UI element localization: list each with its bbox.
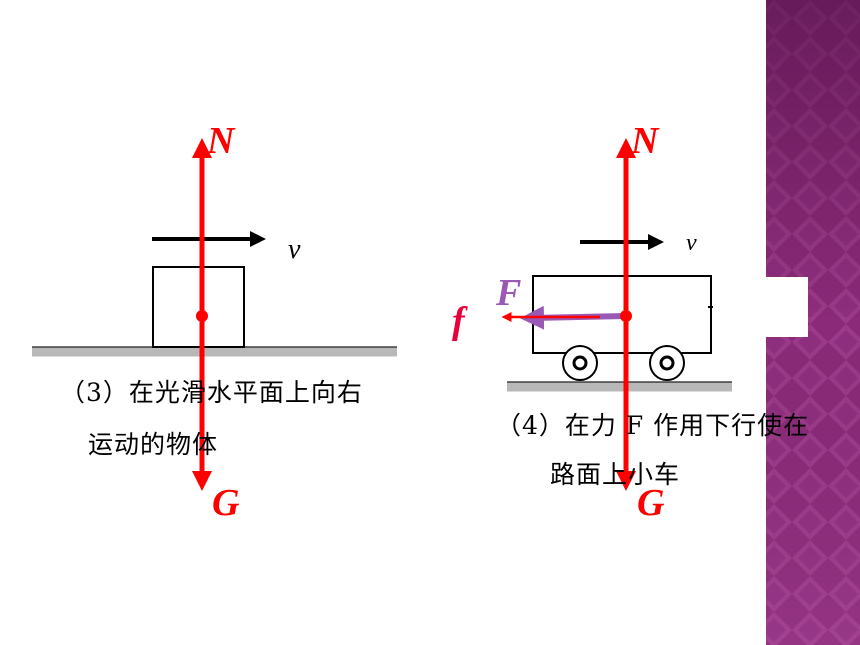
gravity-label-right: G [637, 482, 665, 524]
caption-left-line2: 运动的物体 [88, 430, 219, 459]
caption-right-line2: 路面上小车 [550, 460, 681, 489]
caption-left-line1: （3）在光滑水平面上向右 [60, 378, 363, 407]
gravity-label-left: G [212, 482, 240, 524]
side-panel-notch [766, 277, 808, 337]
cart-wheel-right [649, 345, 685, 381]
caption-right-line1: （4）在力 F 作用下行使在 [496, 411, 810, 440]
block [152, 266, 245, 348]
velocity-label-right: v [686, 230, 697, 256]
normal-force-label-left: N [206, 120, 236, 162]
side-panel [766, 0, 860, 645]
diagram-left: N G v [32, 120, 397, 524]
friction-label: f [452, 300, 468, 342]
center-of-mass-left [196, 310, 208, 322]
center-of-mass-right [620, 310, 632, 322]
cart-wheel-left [562, 345, 598, 381]
velocity-label-left: v [288, 234, 301, 265]
applied-force-label: F [495, 272, 521, 314]
diagram-right: N G v F f [452, 120, 732, 524]
normal-force-label-right: N [630, 120, 660, 162]
